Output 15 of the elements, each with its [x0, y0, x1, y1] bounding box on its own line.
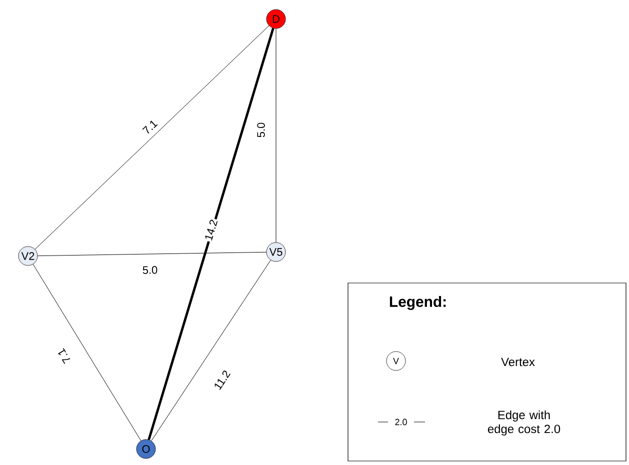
edge-label: 5.0: [142, 266, 158, 274]
edge-line: [34, 25, 270, 250]
edge-line: [151, 260, 271, 442]
legend-title: Legend:: [390, 296, 446, 310]
vertex-sample: V: [386, 351, 406, 371]
edge-line: [148, 28, 274, 440]
edge-label: 7.1: [142, 120, 158, 134]
edge-line: [32, 264, 142, 441]
edge-sample-label: 2.0: [395, 418, 407, 426]
edge-line: [37, 252, 267, 256]
edge-label: 14.2: [205, 220, 218, 240]
edge-label: 7.1: [58, 348, 70, 364]
legend-text: Edge with edge cost 2.0: [488, 410, 560, 436]
legend-text: Vertex: [501, 358, 535, 366]
edge-label: 5.0: [257, 122, 265, 138]
